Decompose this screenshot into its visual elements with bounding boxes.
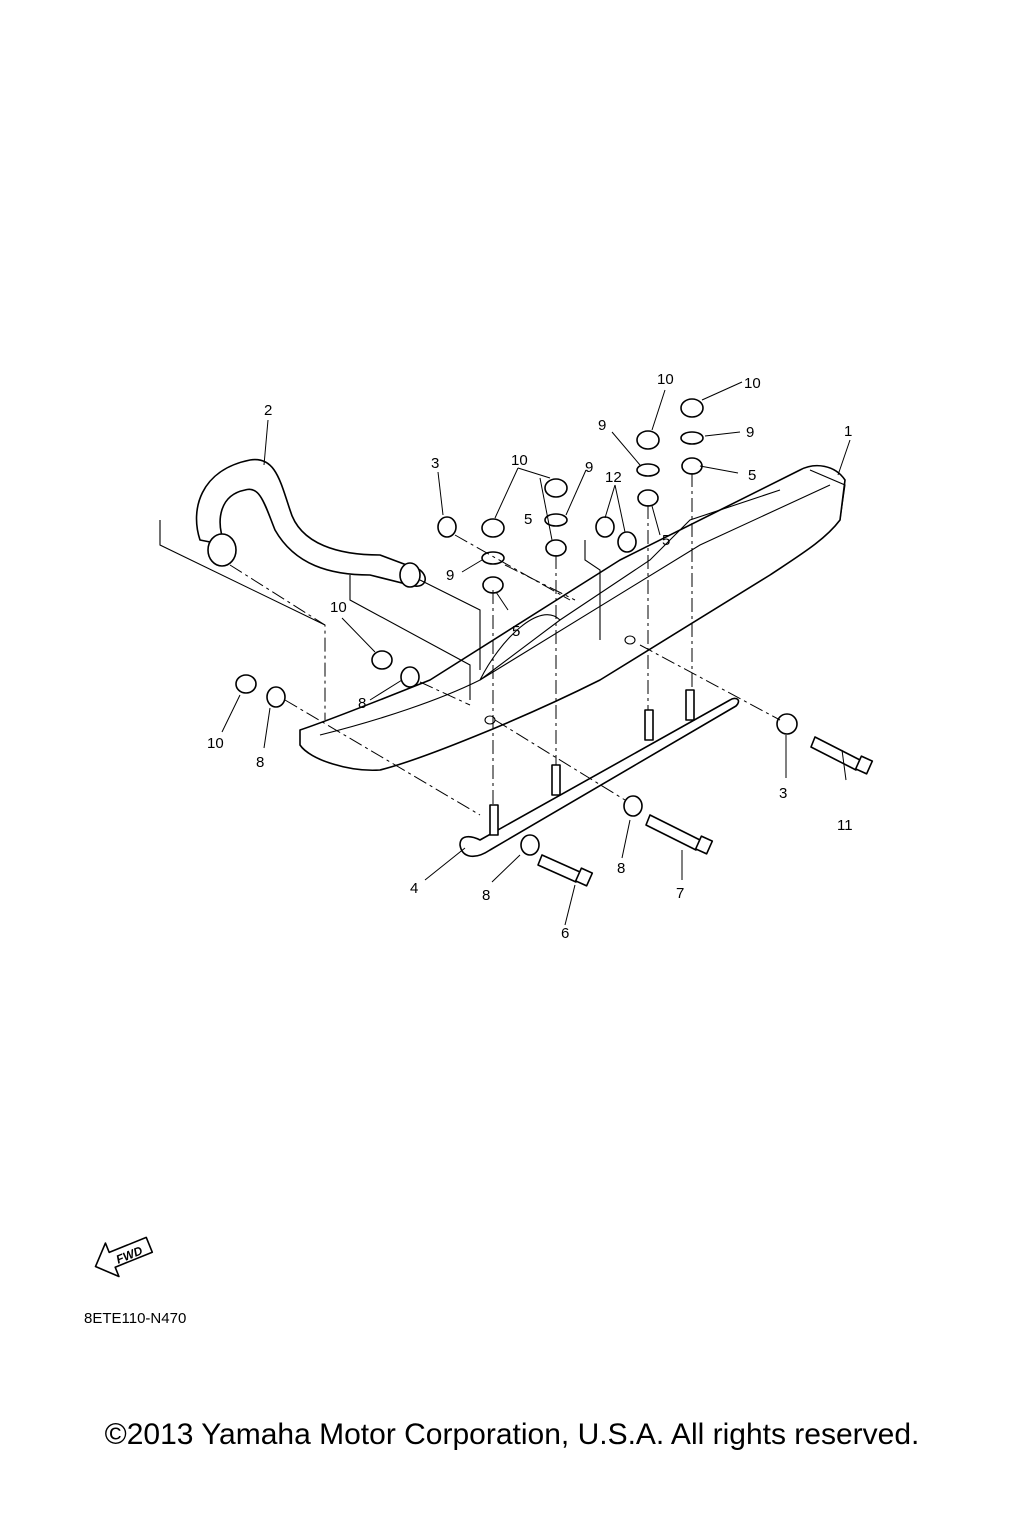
callout-8b: 8 xyxy=(256,754,264,771)
callout-labels: 1 2 3 3 4 5 5 5 5 6 7 8 8 8 8 9 9 9 9 10… xyxy=(207,371,853,942)
callout-2: 2 xyxy=(264,402,272,419)
callout-5c: 5 xyxy=(662,532,670,549)
callout-5a: 5 xyxy=(512,623,520,640)
callout-11: 11 xyxy=(837,817,853,834)
callout-3b: 3 xyxy=(779,785,787,802)
callout-12: 12 xyxy=(605,469,622,486)
callout-10a: 10 xyxy=(511,452,528,469)
callout-9c: 9 xyxy=(598,417,606,434)
ski-body xyxy=(299,464,846,771)
spindle-handle xyxy=(195,458,426,588)
callout-10e: 10 xyxy=(744,375,761,392)
callout-5b: 5 xyxy=(524,511,532,528)
wear-bar xyxy=(459,689,740,858)
callout-10c: 10 xyxy=(207,735,224,752)
callout-4: 4 xyxy=(410,880,418,897)
bolt-11 xyxy=(810,736,874,775)
callout-8d: 8 xyxy=(617,860,625,877)
leader-lines xyxy=(221,381,851,926)
callout-1: 1 xyxy=(844,423,852,440)
callout-10b: 10 xyxy=(330,599,347,616)
fwd-label: FWD xyxy=(114,1243,145,1266)
callout-3a: 3 xyxy=(431,455,439,472)
hardware-items xyxy=(235,398,798,856)
bolt-6 xyxy=(537,854,594,887)
callout-9b: 9 xyxy=(585,459,593,476)
callout-10d: 10 xyxy=(657,371,674,388)
callout-7: 7 xyxy=(676,885,684,902)
callout-8c: 8 xyxy=(482,887,490,904)
fwd-arrow-icon: FWD xyxy=(94,1236,154,1278)
callout-8a: 8 xyxy=(358,695,366,712)
copyright-notice: ©2013 Yamaha Motor Corporation, U.S.A. A… xyxy=(104,1418,920,1451)
diagram-code: 8ETE110-N470 xyxy=(84,1310,187,1327)
assembly-lines xyxy=(159,473,781,816)
callout-9a: 9 xyxy=(446,567,454,584)
callout-5d: 5 xyxy=(748,467,756,484)
callout-9d: 9 xyxy=(746,424,754,441)
callout-6: 6 xyxy=(561,925,569,942)
bolt-7 xyxy=(645,814,714,855)
